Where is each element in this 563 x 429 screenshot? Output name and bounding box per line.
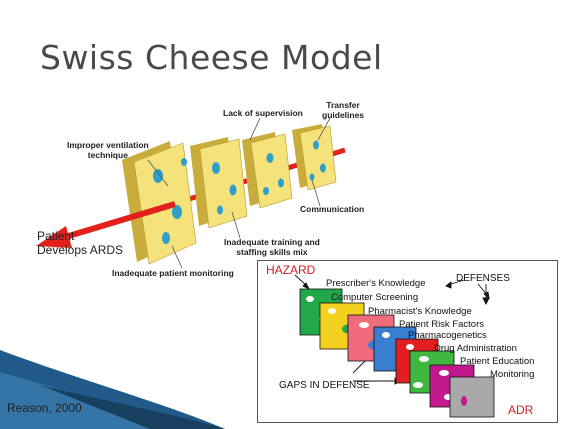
layer-label-drug-administration: Drug Administration (434, 343, 517, 354)
layer-label-computer-screening: Computer Screening (331, 292, 419, 303)
label-inadequate-monitoring: Inadequate patient monitoring (112, 268, 234, 278)
layer-label-patient-education: Patient Education (460, 356, 535, 367)
defense-layers (299, 288, 495, 418)
layer-label-monitoring: Monitoring (490, 369, 535, 380)
gaps-label: GAPS IN DEFENSE (279, 380, 370, 391)
label-lack-of-supervision: Lack of supervision (223, 108, 303, 118)
cheese-slice-4 (292, 124, 337, 191)
adr-label: ADR (508, 403, 534, 417)
defense-layer-8 (449, 376, 495, 418)
cheese-slice-2 (190, 137, 248, 229)
layer-label-patient-risk-factors: Patient Risk Factors (399, 319, 484, 330)
label-improper-ventilation: Improper ventilation technique (67, 140, 149, 160)
accent-wave-dark (40, 385, 225, 429)
label-inadequate-training: Inadequate training and staffing skills … (224, 237, 320, 257)
layer-label-prescribers-knowledge: Prescriber's Knowledge (326, 278, 426, 289)
layer-label-pharmacists-knowledge: Pharmacist's Knowledge (368, 306, 472, 317)
credit-text: Reason, 2000 (7, 401, 82, 415)
label-leaders (147, 117, 331, 269)
hazard-arrow (36, 201, 176, 248)
hazard-label: HAZARD (266, 263, 316, 277)
layer-label-pharmacogenetics: Pharmacogenetics (408, 330, 487, 341)
defense-diagram-panel: HAZARD DEFENSES Prescriber's Knowledge C… (257, 260, 558, 423)
label-transfer-guidelines: Transfer guidelines (322, 100, 365, 120)
outcome-label: Patient Develops ARDS (37, 229, 124, 257)
slide-title: Swiss Cheese Model (40, 38, 383, 77)
cheese-slice-1 (122, 141, 197, 265)
defenses-label: DEFENSES (456, 273, 510, 284)
defense-graphics (294, 274, 495, 418)
label-communication: Communication (300, 204, 365, 214)
cheese-slices (122, 124, 337, 265)
cheese-slice-3 (242, 132, 293, 209)
